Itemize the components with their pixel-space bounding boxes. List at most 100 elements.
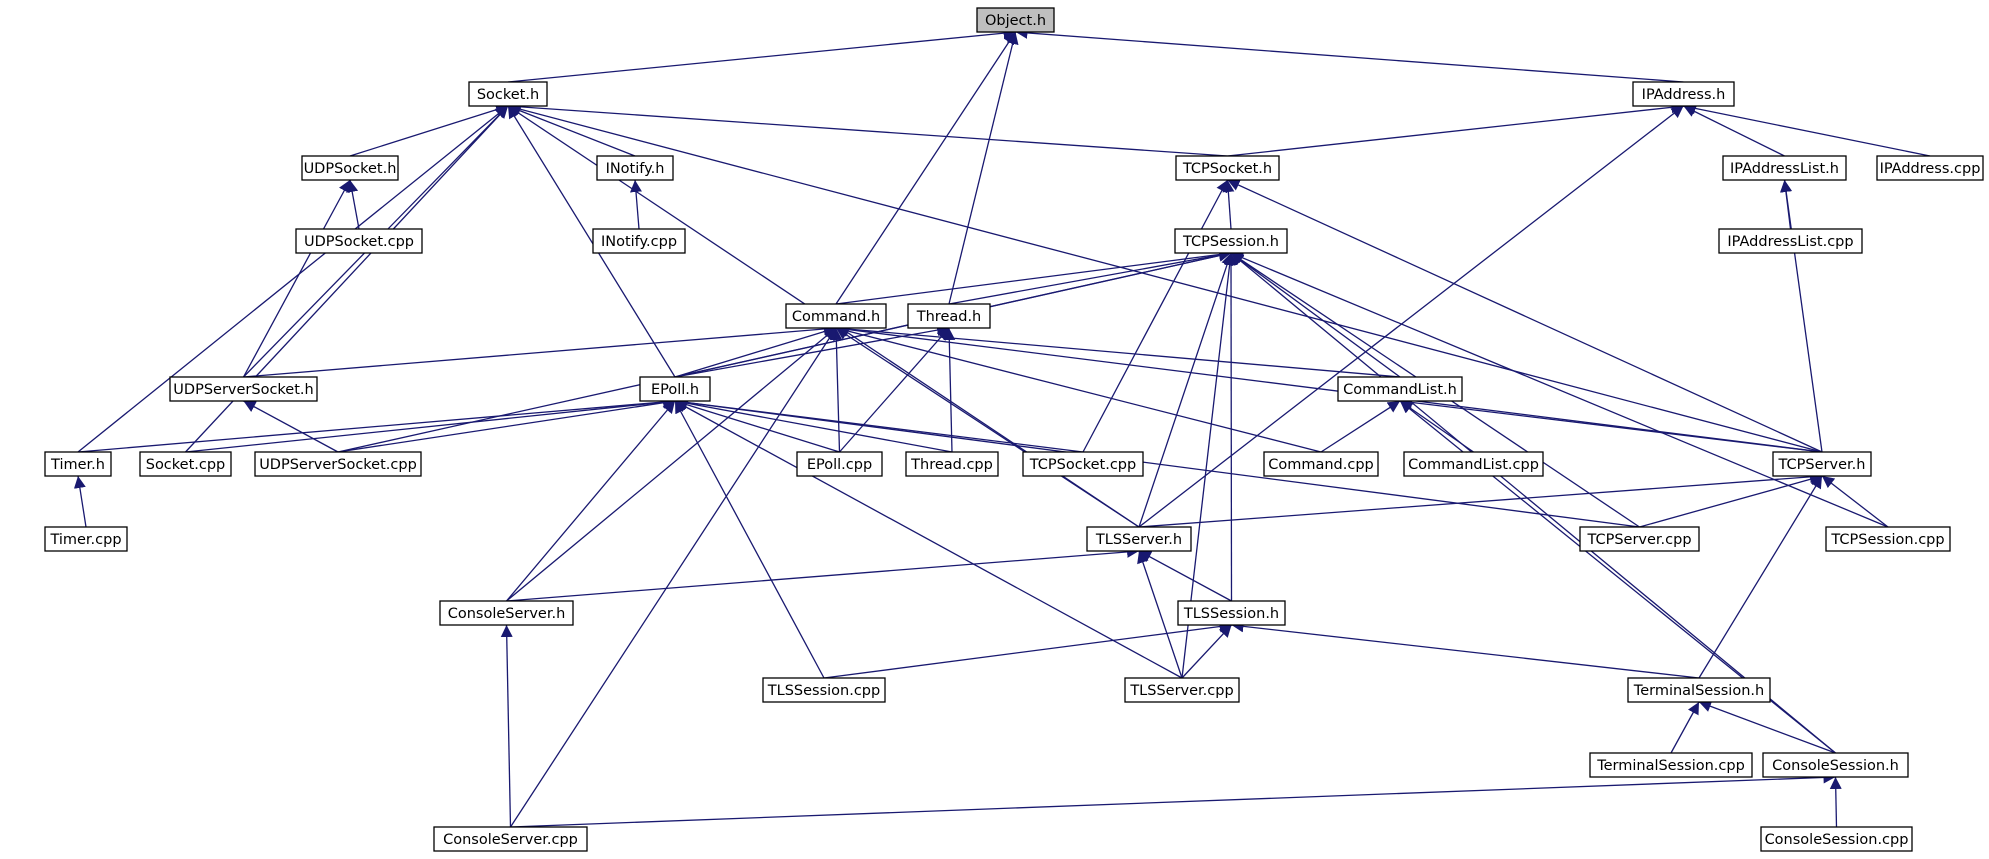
edge-ipaddress-h-to-object-h: [1015, 26, 1684, 83]
edge-tcpserver-h-to-socket-h: [507, 103, 1823, 453]
node-box: [976, 7, 1055, 33]
node-terminalsession-h[interactable]: TerminalSession.h: [1627, 677, 1771, 703]
node-label: TCPServer.cpp: [1586, 532, 1691, 548]
node-box: [1722, 155, 1847, 181]
node-ipaddresslist-cpp[interactable]: IPAddressList.cpp: [1718, 228, 1863, 254]
edge-socket-h-to-object-h: [507, 27, 1016, 83]
node-label: Command.cpp: [1268, 457, 1374, 473]
edge-epoll-h-to-command-h: [674, 325, 837, 378]
node-label: CommandList.cpp: [1408, 457, 1539, 473]
node-object-h[interactable]: Object.h: [976, 7, 1055, 33]
node-label: TLSServer.h: [1095, 532, 1182, 548]
edge-udpserversocket-h-to-command-h: [243, 323, 837, 378]
node-socket-cpp[interactable]: Socket.cpp: [139, 451, 232, 477]
node-command-cpp[interactable]: Command.cpp: [1263, 451, 1379, 477]
node-epoll-cpp[interactable]: EPoll.cpp: [796, 451, 883, 477]
node-label: UDPServerSocket.h: [173, 382, 313, 398]
edge-consoleserver-cpp-to-command-h: [509, 327, 837, 828]
node-tcpserver-cpp[interactable]: TCPServer.cpp: [1579, 526, 1700, 552]
node-label: Command.h: [792, 309, 880, 325]
node-consoleserver-h[interactable]: ConsoleServer.h: [439, 600, 574, 626]
node-tcpsocket-h[interactable]: TCPSocket.h: [1175, 155, 1280, 181]
node-commandlist-cpp[interactable]: CommandList.cpp: [1403, 451, 1544, 477]
node-tlssession-h[interactable]: TLSSession.h: [1177, 600, 1286, 626]
node-ipaddress-h[interactable]: IPAddress.h: [1632, 81, 1735, 107]
node-consoleserver-cpp[interactable]: ConsoleServer.cpp: [433, 826, 588, 852]
node-tcpserver-h[interactable]: TCPServer.h: [1772, 451, 1872, 477]
edge-command-h-to-object-h: [835, 31, 1017, 305]
node-timer-h[interactable]: Timer.h: [44, 451, 112, 477]
node-inotify-cpp[interactable]: INotify.cpp: [592, 228, 686, 254]
node-box: [1579, 526, 1700, 552]
node-label: ConsoleSession.h: [1772, 758, 1899, 774]
node-box: [295, 228, 423, 254]
edge-udpserversocket-cpp-to-udpserversocket-h: [243, 400, 339, 453]
node-command-h[interactable]: Command.h: [785, 303, 887, 329]
edge-ipaddress-cpp-to-ipaddress-h: [1683, 102, 1931, 157]
edge-tlsserver-h-to-tcpserver-h: [1138, 470, 1823, 528]
node-label: INotify.cpp: [601, 234, 677, 250]
edge-tlsserver-cpp-to-tlssession-h: [1181, 624, 1232, 679]
edge-tcpserver-cpp-to-epoll-h: [674, 396, 1640, 528]
node-box: [139, 451, 232, 477]
node-timer-cpp[interactable]: Timer.cpp: [44, 526, 128, 552]
edge-ipaddresslist-h-to-ipaddress-h: [1683, 105, 1785, 157]
node-box: [1177, 600, 1286, 626]
node-inotify-h[interactable]: INotify.h: [596, 155, 674, 181]
node-box: [1022, 451, 1144, 477]
node-box: [1627, 677, 1771, 703]
edge-command-cpp-to-commandlist-h: [1320, 400, 1401, 453]
edges: [73, 26, 1931, 828]
node-label: TCPSession.cpp: [1830, 532, 1944, 548]
node-consolesession-cpp[interactable]: ConsoleSession.cpp: [1760, 826, 1913, 852]
node-box: [1876, 155, 1984, 181]
edge-tcpsession-h-to-tcpsocket-h: [1222, 179, 1235, 230]
edge-commandlist-h-to-command-h: [835, 323, 1401, 378]
node-tcpsession-h[interactable]: TCPSession.h: [1174, 228, 1288, 254]
node-label: Object.h: [985, 13, 1046, 29]
node-udpserversocket-cpp[interactable]: UDPServerSocket.cpp: [254, 451, 422, 477]
edge-commandlist-h-to-tcpsession-h: [1230, 252, 1401, 378]
node-box: [44, 526, 128, 552]
node-tlsserver-cpp[interactable]: TLSServer.cpp: [1124, 677, 1240, 703]
edge-udpsocket-cpp-to-udpsocket-h: [346, 179, 360, 230]
node-commandlist-h[interactable]: CommandList.h: [1337, 376, 1463, 402]
node-epoll-h[interactable]: EPoll.h: [639, 376, 711, 402]
node-box: [796, 451, 883, 477]
edge-tlsserver-cpp-to-tlsserver-h: [1137, 550, 1183, 679]
node-ipaddress-cpp[interactable]: IPAddress.cpp: [1876, 155, 1984, 181]
node-terminalsession-cpp[interactable]: TerminalSession.cpp: [1589, 752, 1753, 778]
node-label: INotify.h: [606, 161, 665, 177]
node-label: TerminalSession.h: [1633, 683, 1764, 699]
node-socket-h[interactable]: Socket.h: [468, 81, 548, 107]
node-label: IPAddress.h: [1642, 87, 1726, 103]
node-udpsocket-cpp[interactable]: UDPSocket.cpp: [295, 228, 423, 254]
node-label: ConsoleServer.cpp: [443, 832, 578, 848]
edge-consoleserver-h-to-command-h: [506, 327, 837, 602]
node-label: Socket.cpp: [146, 457, 226, 473]
edge-epoll-h-to-socket-h: [507, 105, 676, 378]
node-label: Timer.h: [50, 457, 105, 473]
node-thread-cpp[interactable]: Thread.cpp: [905, 451, 999, 477]
node-label: TCPSocket.h: [1182, 161, 1272, 177]
node-tcpsocket-cpp[interactable]: TCPSocket.cpp: [1022, 451, 1144, 477]
edge-consoleserver-cpp-to-consoleserver-h: [500, 624, 513, 828]
node-udpsocket-h[interactable]: UDPSocket.h: [301, 155, 399, 181]
edge-tlssession-cpp-to-tlssession-h: [823, 620, 1232, 679]
node-consolesession-h[interactable]: ConsoleSession.h: [1762, 752, 1909, 778]
node-tlsserver-h[interactable]: TLSServer.h: [1086, 526, 1192, 552]
edge-tcpserver-h-to-ipaddresslist-h: [1780, 179, 1823, 453]
node-thread-h[interactable]: Thread.h: [907, 303, 991, 329]
edge-tcpsocket-h-to-socket-h: [507, 100, 1228, 157]
node-udpserversocket-h[interactable]: UDPServerSocket.h: [169, 376, 318, 402]
node-ipaddresslist-h[interactable]: IPAddressList.h: [1722, 155, 1847, 181]
node-box: [254, 451, 422, 477]
edge-command-cpp-to-command-h: [835, 325, 1322, 453]
node-label: Socket.h: [477, 87, 539, 103]
edge-thread-cpp-to-epoll-h: [674, 397, 953, 453]
node-box: [468, 81, 548, 107]
node-tcpsession-cpp[interactable]: TCPSession.cpp: [1825, 526, 1951, 552]
node-tlssession-cpp[interactable]: TLSSession.cpp: [762, 677, 886, 703]
node-box: [433, 826, 588, 852]
